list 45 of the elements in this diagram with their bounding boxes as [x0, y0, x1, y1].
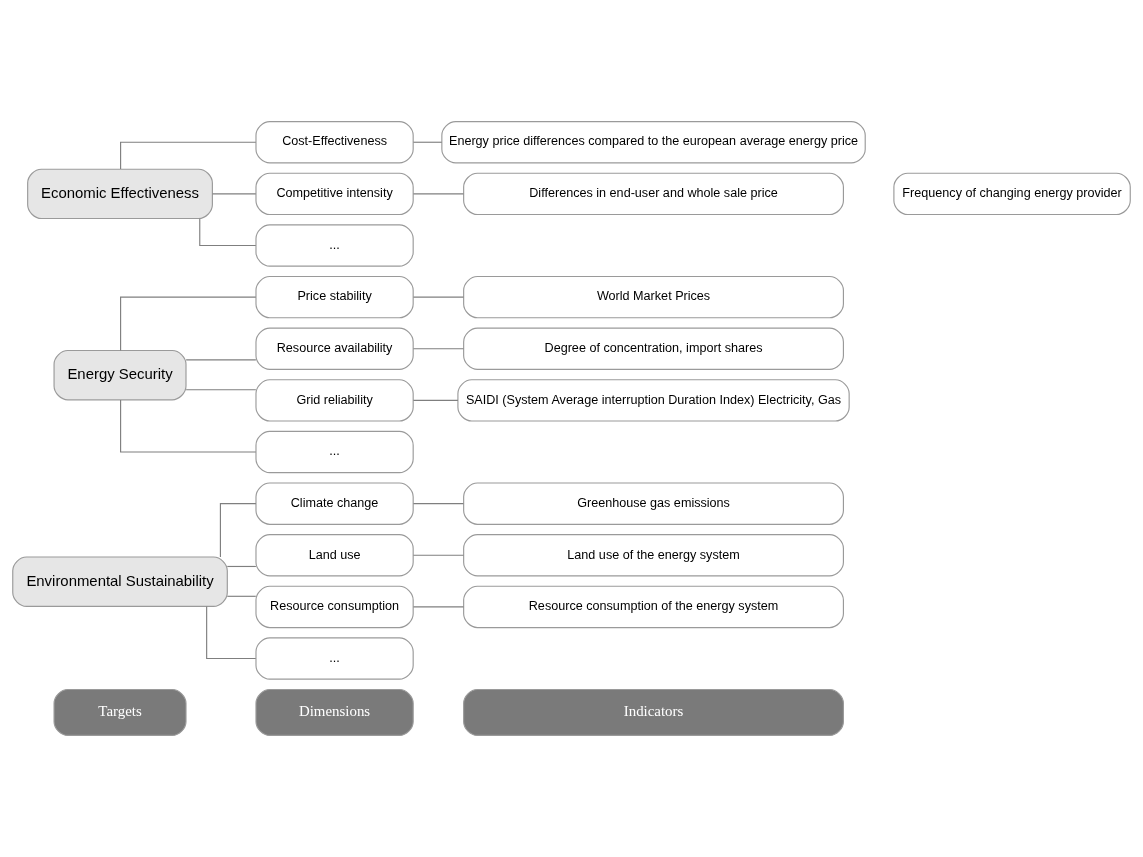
node-box: ...	[255, 637, 414, 680]
node-box: ...	[255, 224, 414, 267]
node-box: Climate change	[255, 482, 414, 525]
connector	[185, 389, 257, 391]
connector	[219, 503, 257, 558]
node-box: Energy Security	[53, 349, 187, 401]
node-box: Frequency of changing energy provider	[893, 172, 1131, 216]
node-box: Grid reliability	[255, 379, 414, 422]
node-box: Economic Effectiveness	[27, 168, 213, 220]
connector	[412, 503, 465, 505]
node-box: Resource consumption	[255, 585, 414, 629]
connector	[226, 595, 257, 597]
node-box: Resource availability	[255, 327, 414, 370]
node-box: SAIDI (System Average interruption Duration Index) Electricity, Gas	[457, 379, 850, 422]
connector	[226, 565, 257, 568]
connector	[212, 193, 257, 195]
node-box: Land use	[255, 534, 414, 577]
node-box: Indicators	[463, 688, 844, 736]
node-box: Land use of the energy system	[463, 534, 844, 577]
connector	[120, 399, 257, 453]
connector	[412, 554, 465, 556]
connector	[199, 218, 257, 247]
connector	[412, 193, 465, 195]
node-box: Differences in end-user and whole sale price	[463, 172, 844, 216]
connector	[412, 296, 465, 298]
connector	[412, 348, 465, 350]
connector	[412, 606, 465, 608]
node-box: ...	[255, 430, 414, 474]
node-box: World Market Prices	[463, 275, 844, 319]
node-box: Greenhouse gas emissions	[463, 482, 844, 525]
connector	[412, 141, 443, 143]
node-box: Energy price differences compared to the european average energy price	[441, 121, 866, 164]
node-box: Competitive intensity	[255, 172, 414, 216]
node-box: Degree of concentration, import shares	[463, 327, 844, 370]
connector	[185, 359, 257, 361]
connector	[120, 141, 257, 170]
node-box: Dimensions	[255, 688, 414, 736]
node-box: Environmental Sustainability	[12, 556, 228, 607]
node-box: Targets	[53, 688, 187, 736]
node-box: Resource consumption of the energy system	[463, 585, 844, 629]
node-box: Cost-Effectiveness	[255, 121, 414, 164]
connector	[120, 296, 257, 352]
node-box: Price stability	[255, 275, 414, 319]
connector	[206, 605, 257, 660]
connector	[412, 399, 459, 401]
